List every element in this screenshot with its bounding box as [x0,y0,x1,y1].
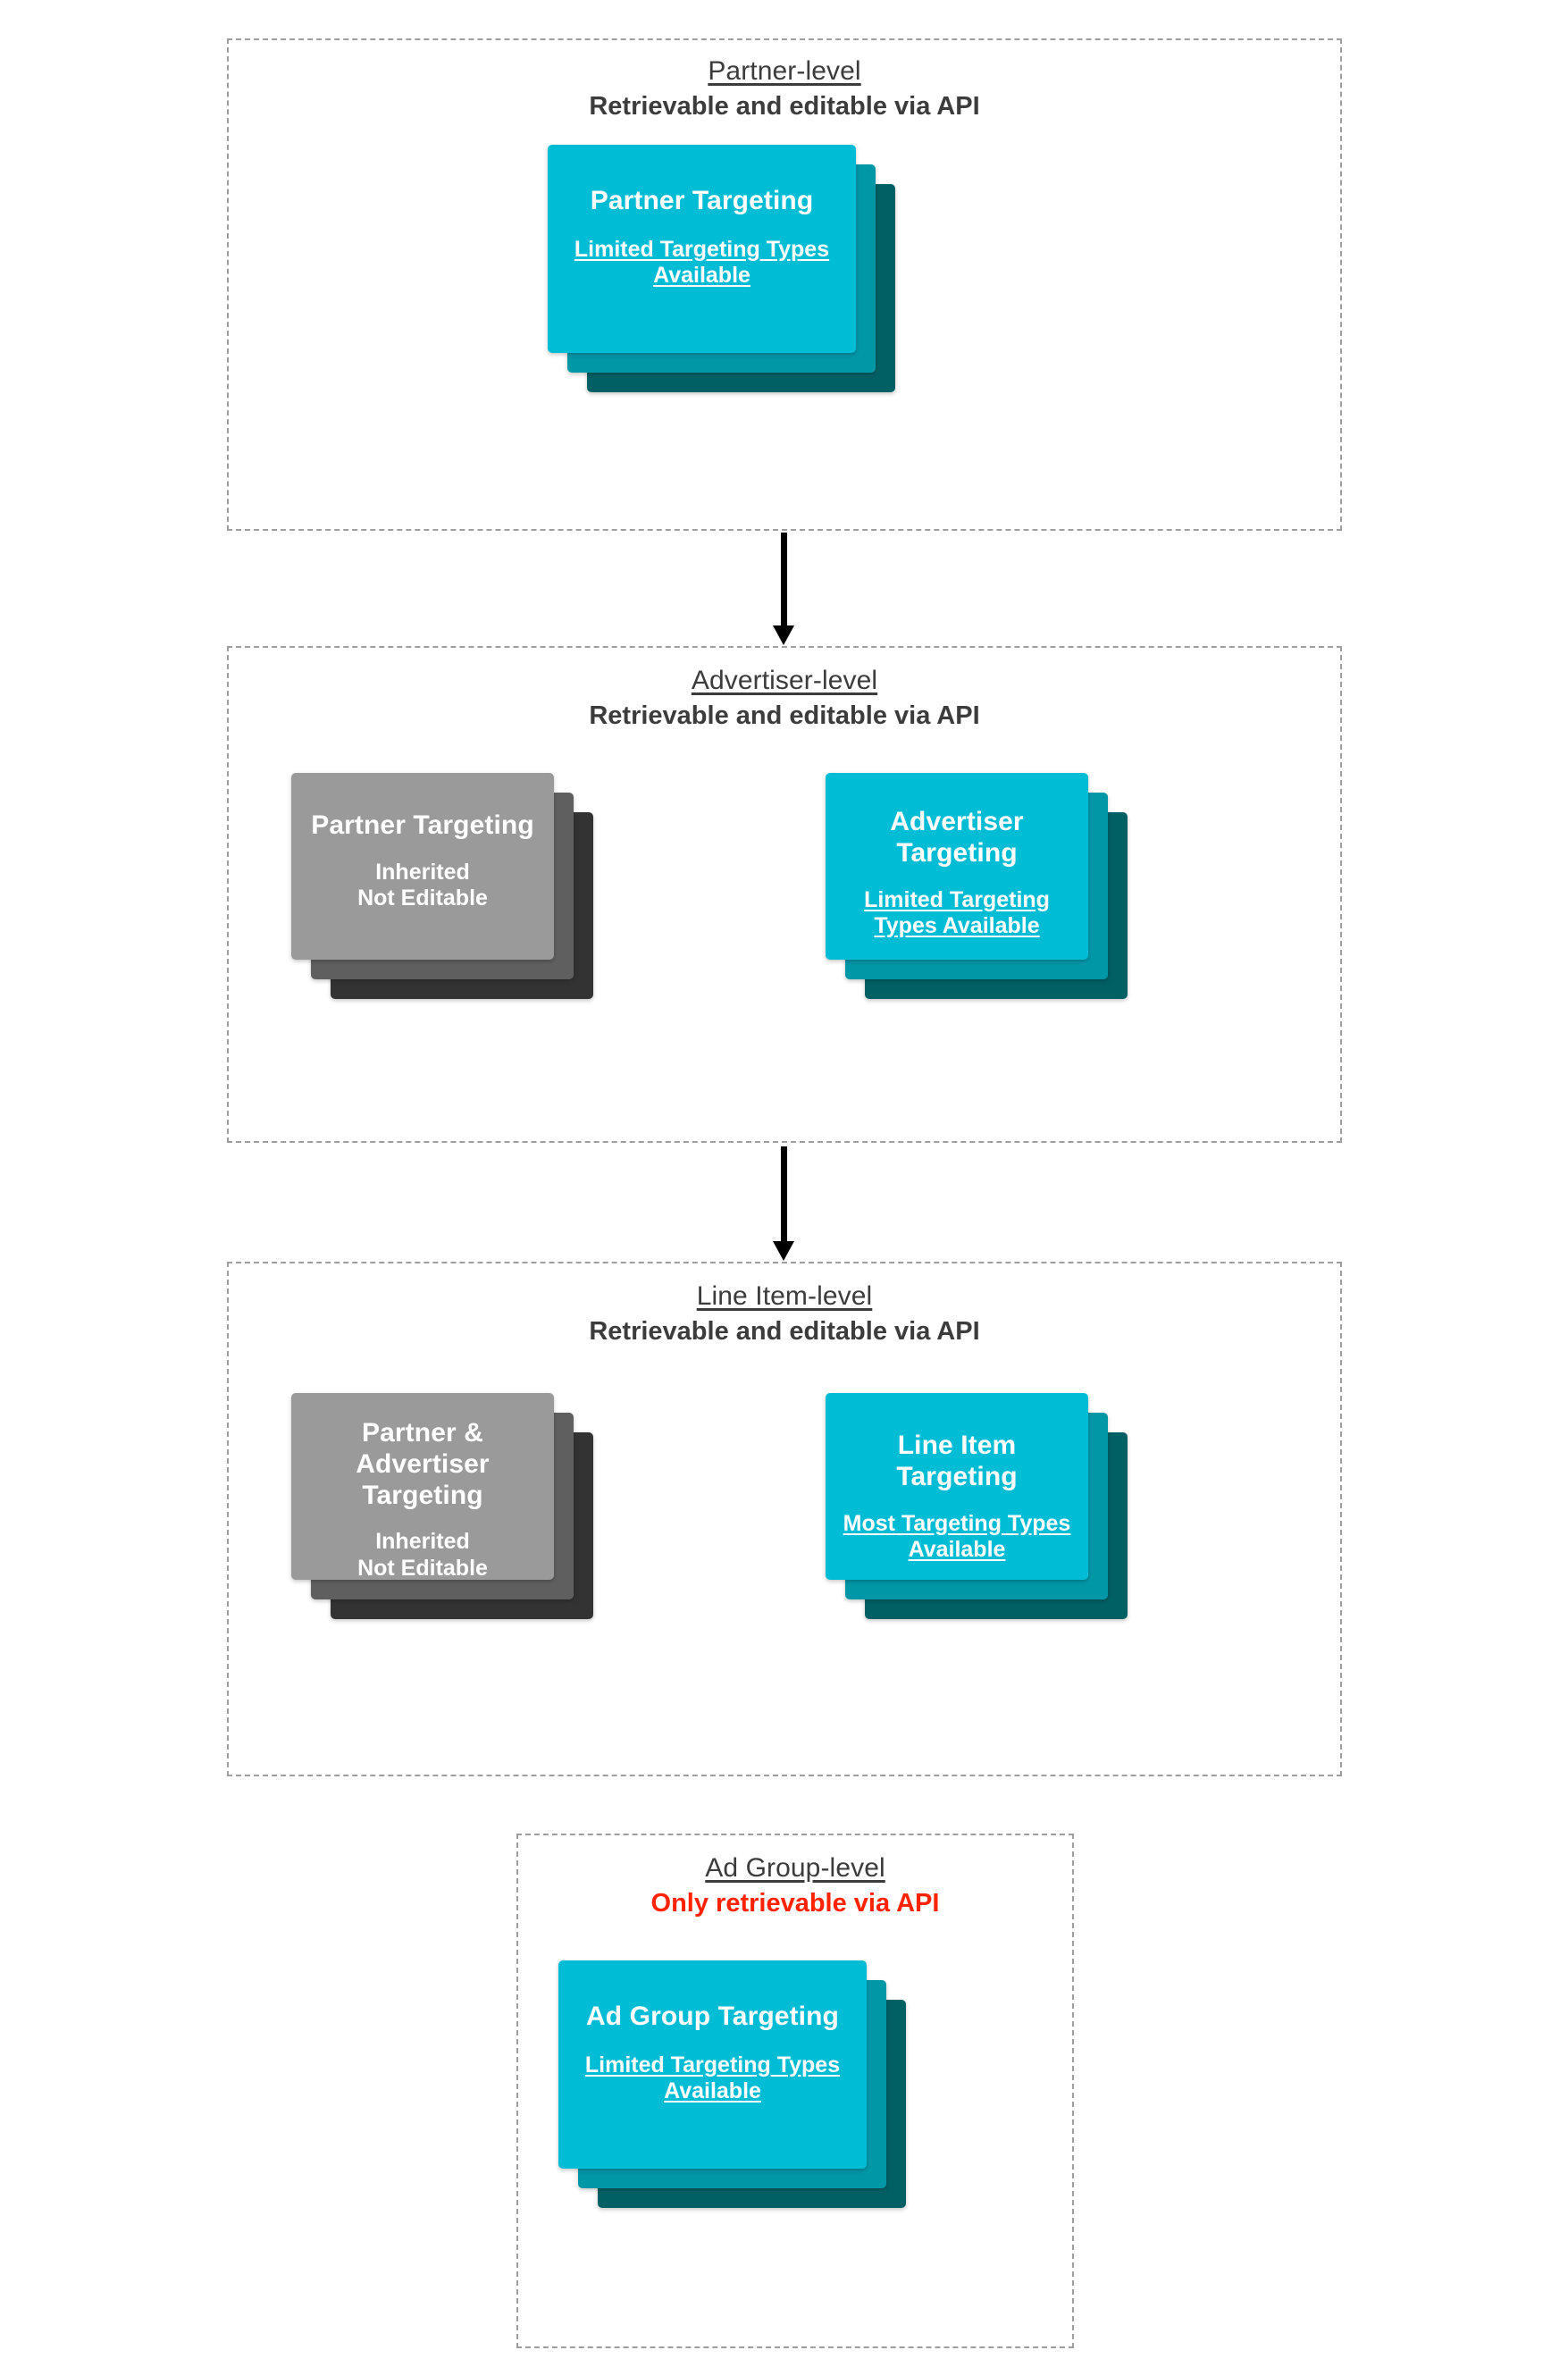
level-title-lineitem: Line Item-level [696,1281,873,1311]
card-stack-advertiser-targeting: Advertiser Targeting Limited Targeting T… [826,773,1128,999]
card-title: Advertiser Targeting [890,807,1024,868]
card-layer-front[interactable]: Partner Targeting Limited Targeting Type… [548,145,856,353]
card-layer-front[interactable]: Partner Targeting Inherited Not Editable [291,773,554,960]
card-note: Inherited Not Editable [357,1529,488,1581]
level-title-adgroup: Ad Group-level [705,1853,885,1883]
card-note: Inherited Not Editable [357,859,488,911]
card-body-partner-targeting-inherited: Partner Targeting Inherited Not Editable [291,773,554,960]
level-heading-lineitem: Line Item-level Retrievable and editable… [229,1281,1340,1346]
card-body-partner-advertiser-targeting-inherited: Partner & Advertiser Targeting Inherited… [291,1393,554,1581]
level-container-adgroup: Ad Group-level Only retrievable via API … [516,1834,1074,2348]
level-container-partner: Partner-level Retrievable and editable v… [227,38,1342,531]
level-container-advertiser: Advertiser-level Retrievable and editabl… [227,646,1342,1143]
level-title-partner: Partner-level [708,56,861,86]
card-stack-partner-advertiser-targeting-inherited: Partner & Advertiser Targeting Inherited… [291,1393,593,1619]
card-note: Most Targeting Types Available [843,1510,1071,1563]
card-title: Partner Targeting [311,810,534,840]
connector-arrow-partner-to-advertiser [773,533,794,645]
card-layer-front[interactable]: Line Item Targeting Most Targeting Types… [826,1393,1088,1580]
level-heading-advertiser: Advertiser-level Retrievable and editabl… [229,666,1340,730]
card-title: Ad Group Targeting [586,2002,839,2031]
arrow-head-down-icon [773,1241,794,1261]
card-note: Limited Targeting Types Available [864,886,1050,939]
card-title: Line Item Targeting [896,1431,1018,1491]
level-subtitle-lineitem: Retrievable and editable via API [589,1316,980,1346]
card-note: Limited Targeting Types Available [574,236,830,289]
card-stack-partner-targeting: Partner Targeting Limited Targeting Type… [548,145,895,392]
card-body-partner-targeting: Partner Targeting Limited Targeting Type… [548,145,856,353]
card-layer-front[interactable]: Partner & Advertiser Targeting Inherited… [291,1393,554,1581]
card-layer-front[interactable]: Ad Group Targeting Limited Targeting Typ… [558,1960,867,2169]
level-subtitle-advertiser: Retrievable and editable via API [589,701,980,730]
level-subtitle-partner: Retrievable and editable via API [589,91,980,121]
card-body-advertiser-targeting: Advertiser Targeting Limited Targeting T… [826,773,1088,960]
card-stack-line-item-targeting: Line Item Targeting Most Targeting Types… [826,1393,1128,1619]
card-title: Partner & Advertiser Targeting [356,1418,490,1510]
level-title-advertiser: Advertiser-level [691,666,878,695]
level-heading-adgroup: Ad Group-level Only retrievable via API [518,1853,1072,1918]
card-layer-front[interactable]: Advertiser Targeting Limited Targeting T… [826,773,1088,960]
arrow-shaft [781,1146,787,1243]
connector-arrow-advertiser-to-lineitem [773,1146,794,1261]
card-stack-ad-group-targeting: Ad Group Targeting Limited Targeting Typ… [558,1960,906,2208]
card-title: Partner Targeting [590,186,814,215]
card-note: Limited Targeting Types Available [584,2052,841,2104]
level-subtitle-adgroup: Only retrievable via API [650,1888,940,1918]
level-container-lineitem: Line Item-level Retrievable and editable… [227,1262,1342,1776]
arrow-head-down-icon [773,625,794,645]
card-body-ad-group-targeting: Ad Group Targeting Limited Targeting Typ… [558,1960,867,2169]
level-heading-partner: Partner-level Retrievable and editable v… [229,56,1340,121]
card-body-line-item-targeting: Line Item Targeting Most Targeting Types… [826,1393,1088,1580]
arrow-shaft [781,533,787,627]
card-stack-partner-targeting-inherited: Partner Targeting Inherited Not Editable [291,773,593,999]
